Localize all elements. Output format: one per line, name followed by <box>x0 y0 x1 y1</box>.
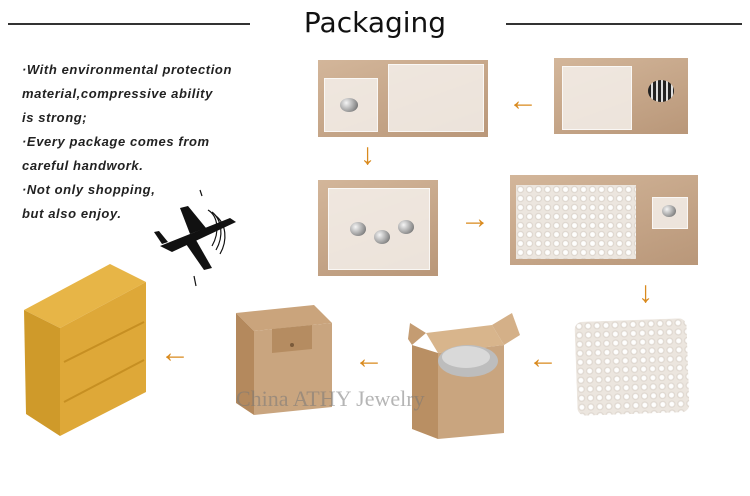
photo-bag-with-beads <box>318 180 438 276</box>
arrow-down-icon: ↓ <box>360 138 375 171</box>
note-line: but also enjoy. <box>22 206 122 221</box>
photo-open-box <box>408 313 520 439</box>
photo-two-bags <box>318 60 488 137</box>
title-rule-left <box>8 23 250 25</box>
note-line: careful handwork. <box>22 158 144 173</box>
feature-notes: ·With environmental protection material,… <box>22 58 282 226</box>
note-line: ·With environmental protection <box>22 62 232 77</box>
note-line: ·Every package comes from <box>22 134 210 149</box>
note-line: material,compressive ability <box>22 86 213 101</box>
arrow-left-icon: ← <box>160 336 190 369</box>
photo-bubble-wrap-sheet <box>510 175 698 265</box>
arrow-left-icon: ← <box>528 342 558 375</box>
arrow-left-icon: ← <box>354 342 384 375</box>
title-rule-right <box>506 23 742 25</box>
photo-bag-and-bead <box>554 58 688 134</box>
photo-bubble-bundle <box>574 318 690 416</box>
photo-closed-box <box>236 305 332 415</box>
note-line: is strong; <box>22 110 88 125</box>
airplane-icon <box>154 189 236 287</box>
page-title: Packaging <box>303 6 447 39</box>
arrow-right-icon: → <box>460 202 490 235</box>
arrow-left-icon: ← <box>508 84 538 117</box>
note-line: ·Not only shopping, <box>22 182 156 197</box>
arrow-down-icon: ↓ <box>638 276 653 309</box>
photo-taped-box <box>24 264 146 436</box>
watermark: China ATHY Jewelry <box>236 386 425 411</box>
